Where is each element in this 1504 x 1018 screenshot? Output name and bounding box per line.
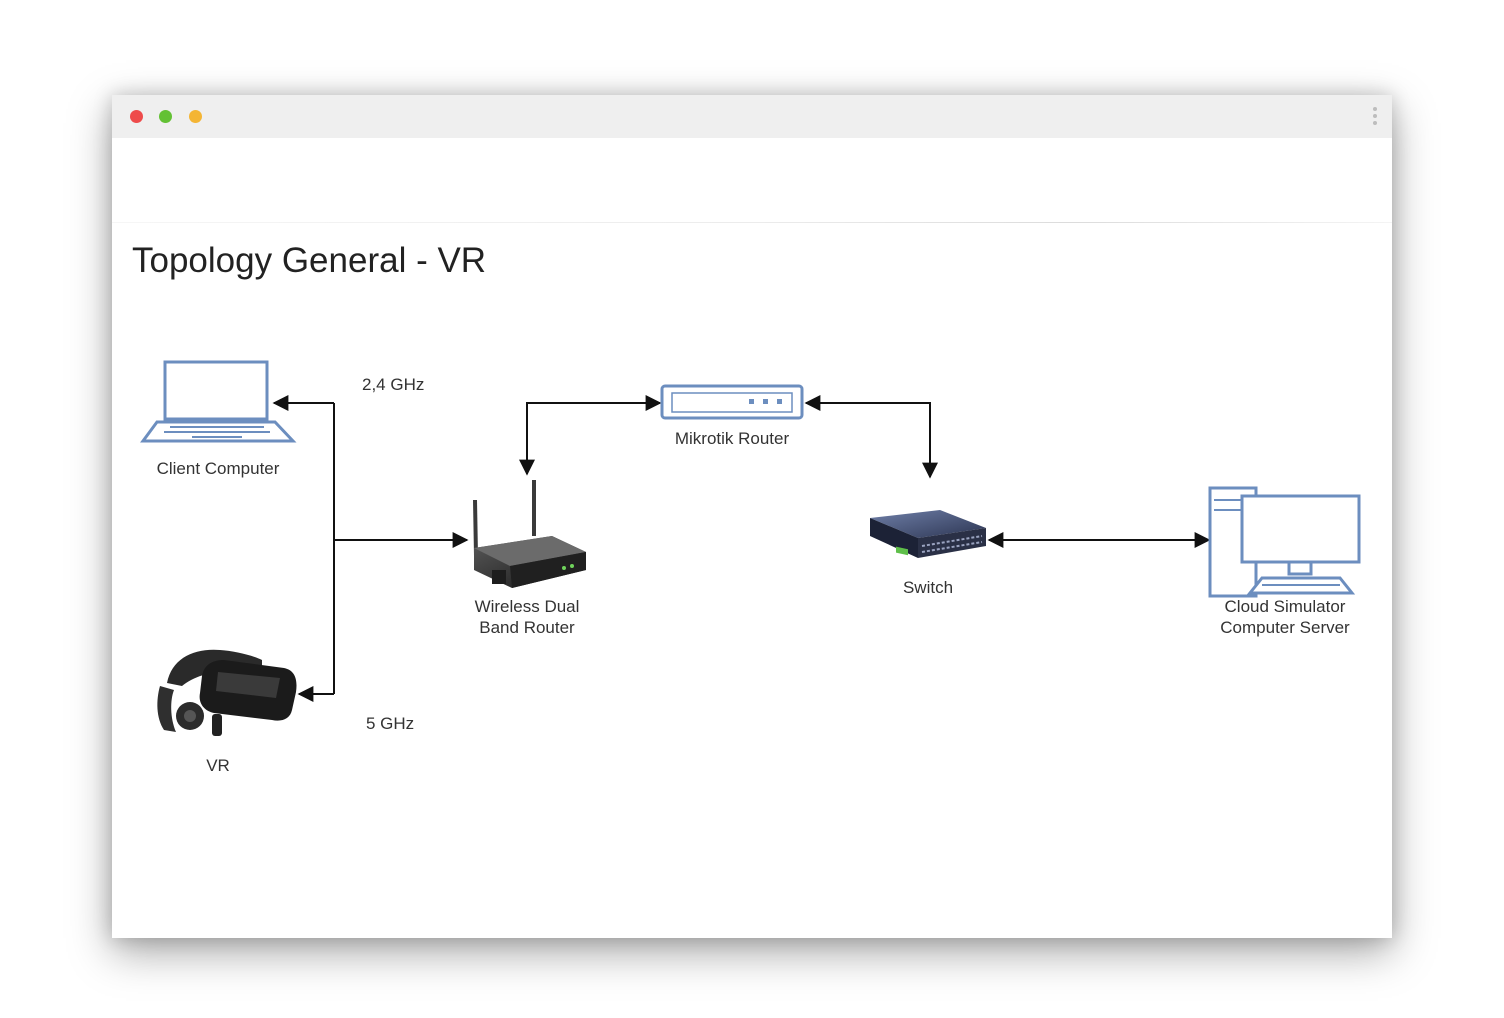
edges [272,395,1211,702]
router-icon[interactable] [660,384,804,420]
diagram-title: Topology General - VR [132,241,486,280]
node-label-mikrotik: Mikrotik Router [675,429,790,448]
laptop-icon[interactable] [140,360,297,443]
edge-mikrotik-switch [804,395,938,479]
node-label-wireless-line1: Wireless Dual [475,597,580,616]
edge-label-5ghz: 5 GHz [366,714,414,733]
edge-wireless-mikrotik [519,395,662,476]
node-label-vr: VR [206,756,230,775]
vertical-dots-icon[interactable] [1373,107,1378,127]
vr-headset-icon[interactable] [157,649,297,736]
close-window-button[interactable] [130,110,143,123]
node-label-switch: Switch [903,578,953,597]
window-titlebar [112,95,1392,138]
browser-window: Topology General - VR 2,4 GHz 5 GHz Clie… [112,95,1392,938]
topology-diagram: Topology General - VR 2,4 GHz 5 GHz Clie… [132,241,1361,775]
node-label-client: Client Computer [157,459,280,478]
node-label-wireless-line2: Band Router [479,618,575,637]
header-divider [112,222,1392,223]
edge-label-24ghz: 2,4 GHz [362,375,424,394]
desktop-computer-icon[interactable] [1208,486,1361,598]
minimize-window-button[interactable] [159,110,172,123]
maximize-window-button[interactable] [189,110,202,123]
node-label-cloud-line1: Cloud Simulator [1225,597,1346,616]
wireless-router-icon[interactable] [473,480,586,588]
network-switch-icon[interactable] [870,510,986,558]
node-label-cloud-line2: Computer Server [1220,618,1350,637]
